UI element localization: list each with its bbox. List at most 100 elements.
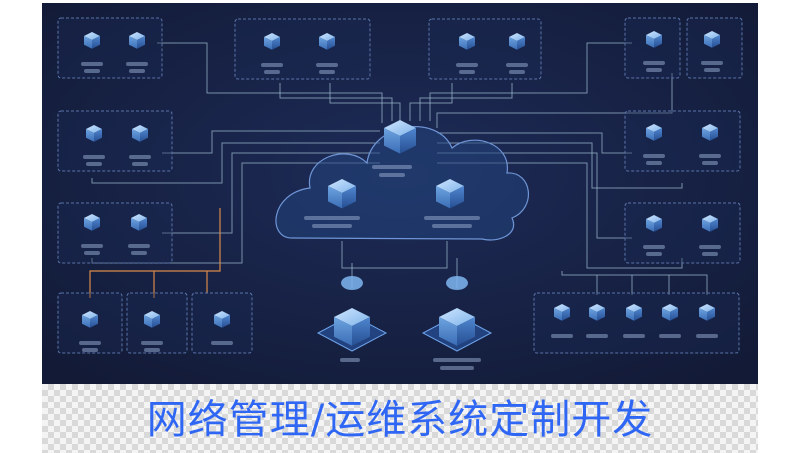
blurred-label: [81, 244, 103, 248]
router-icon-left: [131, 218, 139, 231]
server-icon-left: [214, 315, 222, 328]
router-icon-left: [132, 129, 140, 142]
cloud-storage-icon-block: [334, 308, 370, 346]
blurred-label: [144, 348, 160, 352]
device-group-panel: [57, 202, 173, 264]
router-icon: [144, 311, 160, 328]
router-icon-right: [139, 218, 147, 231]
blurred-label: [79, 341, 101, 345]
device-group-panel: [57, 17, 163, 79]
blurred-label: [372, 165, 412, 169]
network-switch-icon: [384, 120, 416, 154]
server-icon-left: [86, 129, 94, 142]
server-icon-left: [84, 218, 92, 231]
blurred-label: [319, 70, 335, 74]
connection-line: [279, 83, 393, 121]
blurred-label: [643, 245, 665, 249]
router-icon: [509, 33, 525, 50]
server-icon-right: [654, 35, 662, 48]
blurred-label: [211, 341, 233, 345]
server-icon: [86, 125, 102, 142]
server-icon-left: [589, 308, 597, 321]
router-icon-left: [319, 37, 327, 50]
blurred-label: [131, 251, 147, 255]
server-icon: [214, 311, 230, 328]
server-icon-right: [597, 308, 605, 321]
blurred-label: [456, 63, 478, 67]
device-group-panel: [624, 110, 741, 172]
blurred-label: [702, 161, 718, 165]
router-icon: [704, 31, 720, 48]
server-icon-right: [222, 315, 230, 328]
router-icon-left: [509, 37, 517, 50]
connection-line-orange: [89, 208, 221, 298]
cloud-storage-icon-cloud-bubble: [446, 276, 468, 290]
router-icon: [702, 124, 718, 141]
network-switch-icon: [328, 179, 356, 209]
server-icon-left: [459, 37, 467, 50]
server-icon-left: [646, 35, 654, 48]
connection-line: [437, 152, 632, 239]
cloud-storage-icon-block-right: [457, 317, 475, 346]
server-icon-left: [82, 315, 90, 328]
cloud-storage-icon-block-right: [352, 317, 370, 346]
blurred-label: [704, 68, 720, 72]
router-icon-left: [702, 219, 710, 232]
device-group-panel: [624, 17, 681, 79]
blurred-label: [128, 244, 150, 248]
server-icon: [84, 32, 100, 49]
connection-line: [91, 162, 380, 264]
blurred-label: [379, 173, 405, 177]
blurred-label: [432, 224, 472, 228]
router-icon-right: [707, 308, 715, 321]
server-icon-right: [272, 37, 280, 50]
blurred-label: [86, 162, 102, 166]
router-icon: [626, 304, 642, 321]
server-icon-right: [467, 37, 475, 50]
router-icon-right: [152, 315, 160, 328]
router-icon-left: [129, 36, 137, 49]
blurred-label: [261, 63, 283, 67]
blurred-label: [459, 70, 475, 74]
blurred-label: [701, 61, 723, 65]
router-icon-right: [710, 128, 718, 141]
router-icon-right: [137, 36, 145, 49]
router-icon-right: [517, 37, 525, 50]
connection-line: [162, 152, 380, 234]
blurred-label: [84, 251, 100, 255]
router-icon-right: [562, 308, 570, 321]
blurred-label: [586, 334, 608, 338]
blurred-label: [126, 62, 148, 66]
cloud-storage-icon-cloud-bubble: [341, 276, 363, 290]
server-icon: [646, 215, 662, 232]
blurred-label: [623, 334, 645, 338]
router-icon: [554, 304, 570, 321]
network-cloud: [275, 126, 529, 241]
connection-line: [437, 142, 683, 189]
blurred-label: [141, 341, 163, 345]
server-icon-left: [662, 308, 670, 321]
network-switch-icon-right: [400, 128, 416, 154]
blurred-label: [129, 69, 145, 73]
router-icon: [702, 215, 718, 232]
server-icon-left: [646, 219, 654, 232]
server-icon: [459, 33, 475, 50]
blurred-label: [509, 70, 525, 74]
server-icon: [662, 304, 678, 321]
device-group-panel: [234, 18, 371, 80]
connection-line: [437, 132, 632, 154]
connection-line: [329, 83, 401, 121]
router-icon-right: [327, 37, 335, 50]
router-icon-left: [704, 35, 712, 48]
cloud-storage-icon-block: [439, 308, 475, 346]
connection-line: [437, 162, 683, 269]
router-icon: [319, 33, 335, 50]
router-icon: [131, 214, 147, 231]
router-icon-right: [634, 308, 642, 321]
device-group-panel: [686, 17, 743, 79]
server-icon-left: [84, 36, 92, 49]
blurred-label: [433, 358, 481, 362]
network-switch-icon: [436, 179, 464, 209]
router-icon-left: [554, 308, 562, 321]
network-switch-icon-left: [384, 128, 400, 154]
